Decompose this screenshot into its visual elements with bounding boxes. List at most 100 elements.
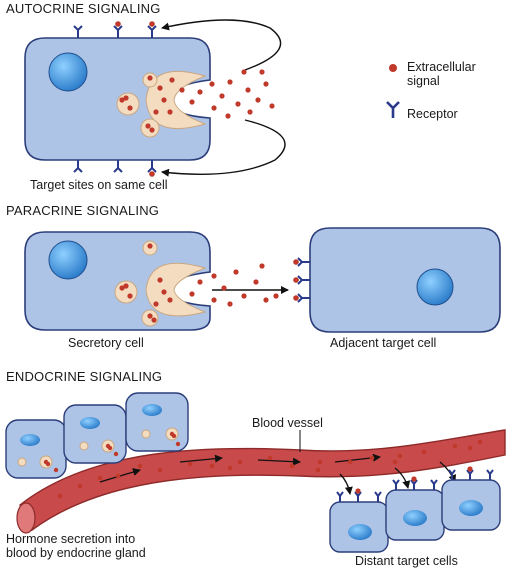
legend-signal-label: Extracellular signal xyxy=(407,60,476,88)
signal-molecule xyxy=(137,463,143,469)
legend-receptor-label: Receptor xyxy=(407,107,458,121)
signal-molecule xyxy=(255,97,261,103)
distant-target-cells xyxy=(329,466,501,553)
signal-molecule xyxy=(227,465,233,471)
signal-molecule xyxy=(315,467,321,473)
signal-molecule xyxy=(97,475,103,481)
autocrine-cell xyxy=(24,37,211,161)
signal-molecule xyxy=(189,99,195,105)
blood-vessel-label: Blood vessel xyxy=(252,416,323,430)
signal-molecule xyxy=(175,441,181,447)
autocrine-nucleus xyxy=(48,52,88,92)
autocrine-receptors xyxy=(73,25,157,173)
signal-molecule xyxy=(115,473,121,479)
signal-molecule xyxy=(123,283,129,289)
autocrine-arrow-top xyxy=(161,19,282,71)
paracrine-nucleus-1 xyxy=(48,240,88,280)
signal-molecule xyxy=(153,109,159,115)
signal-molecule xyxy=(273,293,279,299)
signal-molecule xyxy=(347,459,353,465)
signal-molecule xyxy=(392,459,398,465)
signal-molecule xyxy=(211,297,217,303)
signal-molecule xyxy=(147,243,153,249)
paracrine-secretion-pocket xyxy=(145,262,207,317)
signal-molecule xyxy=(157,277,163,283)
signal-molecule xyxy=(45,461,51,467)
secretion-line2: blood by endocrine gland xyxy=(6,546,146,560)
signal-molecule xyxy=(53,467,59,473)
signal-molecule xyxy=(235,101,241,107)
autocrine-caption: Target sites on same cell xyxy=(30,178,168,192)
blood-vessel-opening xyxy=(16,502,36,534)
signal-molecule xyxy=(107,445,113,451)
signal-molecule xyxy=(149,127,155,133)
autocrine-panel xyxy=(24,19,286,177)
legend-signal-line2: signal xyxy=(407,74,440,88)
signal-molecule xyxy=(145,123,151,129)
signal-molecule xyxy=(237,459,243,465)
signal-molecule xyxy=(421,449,427,455)
paracrine-title: PARACRINE SIGNALING xyxy=(6,203,160,218)
signal-molecule xyxy=(157,467,163,473)
signal-molecule xyxy=(241,69,247,75)
signal-molecule xyxy=(233,269,239,275)
signal-molecule xyxy=(147,313,153,319)
autocrine-bound-signals xyxy=(115,21,155,177)
legend xyxy=(386,64,400,118)
secretion-caption: Hormone secretion into blood by endocrin… xyxy=(6,532,146,560)
signal-molecule xyxy=(153,301,159,307)
signal-molecule xyxy=(241,293,247,299)
legend-signal-icon xyxy=(389,64,397,72)
signal-molecule xyxy=(167,297,173,303)
signal-molecule xyxy=(245,87,251,93)
signal-molecule xyxy=(187,461,193,467)
signal-molecule xyxy=(452,443,458,449)
signal-molecule xyxy=(225,113,231,119)
adjacent-target-caption: Adjacent target cell xyxy=(330,336,437,350)
autocrine-title: AUTOCRINE SIGNALING xyxy=(6,1,161,16)
paracrine-panel xyxy=(24,227,501,333)
signal-molecule xyxy=(219,93,225,99)
signal-molecule xyxy=(467,445,473,451)
signal-molecule xyxy=(161,97,167,103)
signal-molecule xyxy=(127,105,133,111)
signal-molecule xyxy=(197,279,203,285)
signal-molecule xyxy=(227,301,233,307)
endocrine-title: ENDOCRINE SIGNALING xyxy=(6,369,163,384)
signal-molecule xyxy=(259,263,265,269)
signal-molecule xyxy=(171,433,177,439)
signal-molecule xyxy=(179,87,185,93)
autocrine-arrow-bottom xyxy=(161,119,286,177)
legend-signal-line1: Extracellular xyxy=(407,60,476,74)
signal-molecule xyxy=(127,293,133,299)
signal-molecule xyxy=(397,453,403,459)
signal-molecule xyxy=(161,289,167,295)
signal-molecule xyxy=(477,439,483,445)
paracrine-target-cell xyxy=(309,227,501,333)
signal-molecule xyxy=(289,463,295,469)
signal-molecule xyxy=(211,105,217,111)
signal-molecule xyxy=(197,89,203,95)
extracellular-signals xyxy=(43,69,483,499)
secretory-cell-caption: Secretory cell xyxy=(68,336,144,350)
signal-molecule xyxy=(169,77,175,83)
signal-molecule xyxy=(263,81,269,87)
paracrine-receptors xyxy=(297,257,310,303)
signal-molecule xyxy=(247,109,253,115)
signal-molecule xyxy=(267,455,273,461)
legend-receptor-icon xyxy=(386,101,400,118)
paracrine-nucleus-2 xyxy=(416,268,454,306)
signal-molecule xyxy=(119,285,125,291)
signal-molecule xyxy=(263,297,269,303)
signal-molecule xyxy=(253,279,259,285)
distant-target-caption: Distant target cells xyxy=(355,554,458,568)
signal-molecule xyxy=(123,95,129,101)
signal-molecule xyxy=(77,483,83,489)
signal-molecule xyxy=(209,81,215,87)
signal-molecule xyxy=(57,493,63,499)
signal-molecule xyxy=(167,109,173,115)
signal-molecule xyxy=(113,451,119,457)
signal-molecule xyxy=(259,69,265,75)
signal-molecule xyxy=(147,75,153,81)
